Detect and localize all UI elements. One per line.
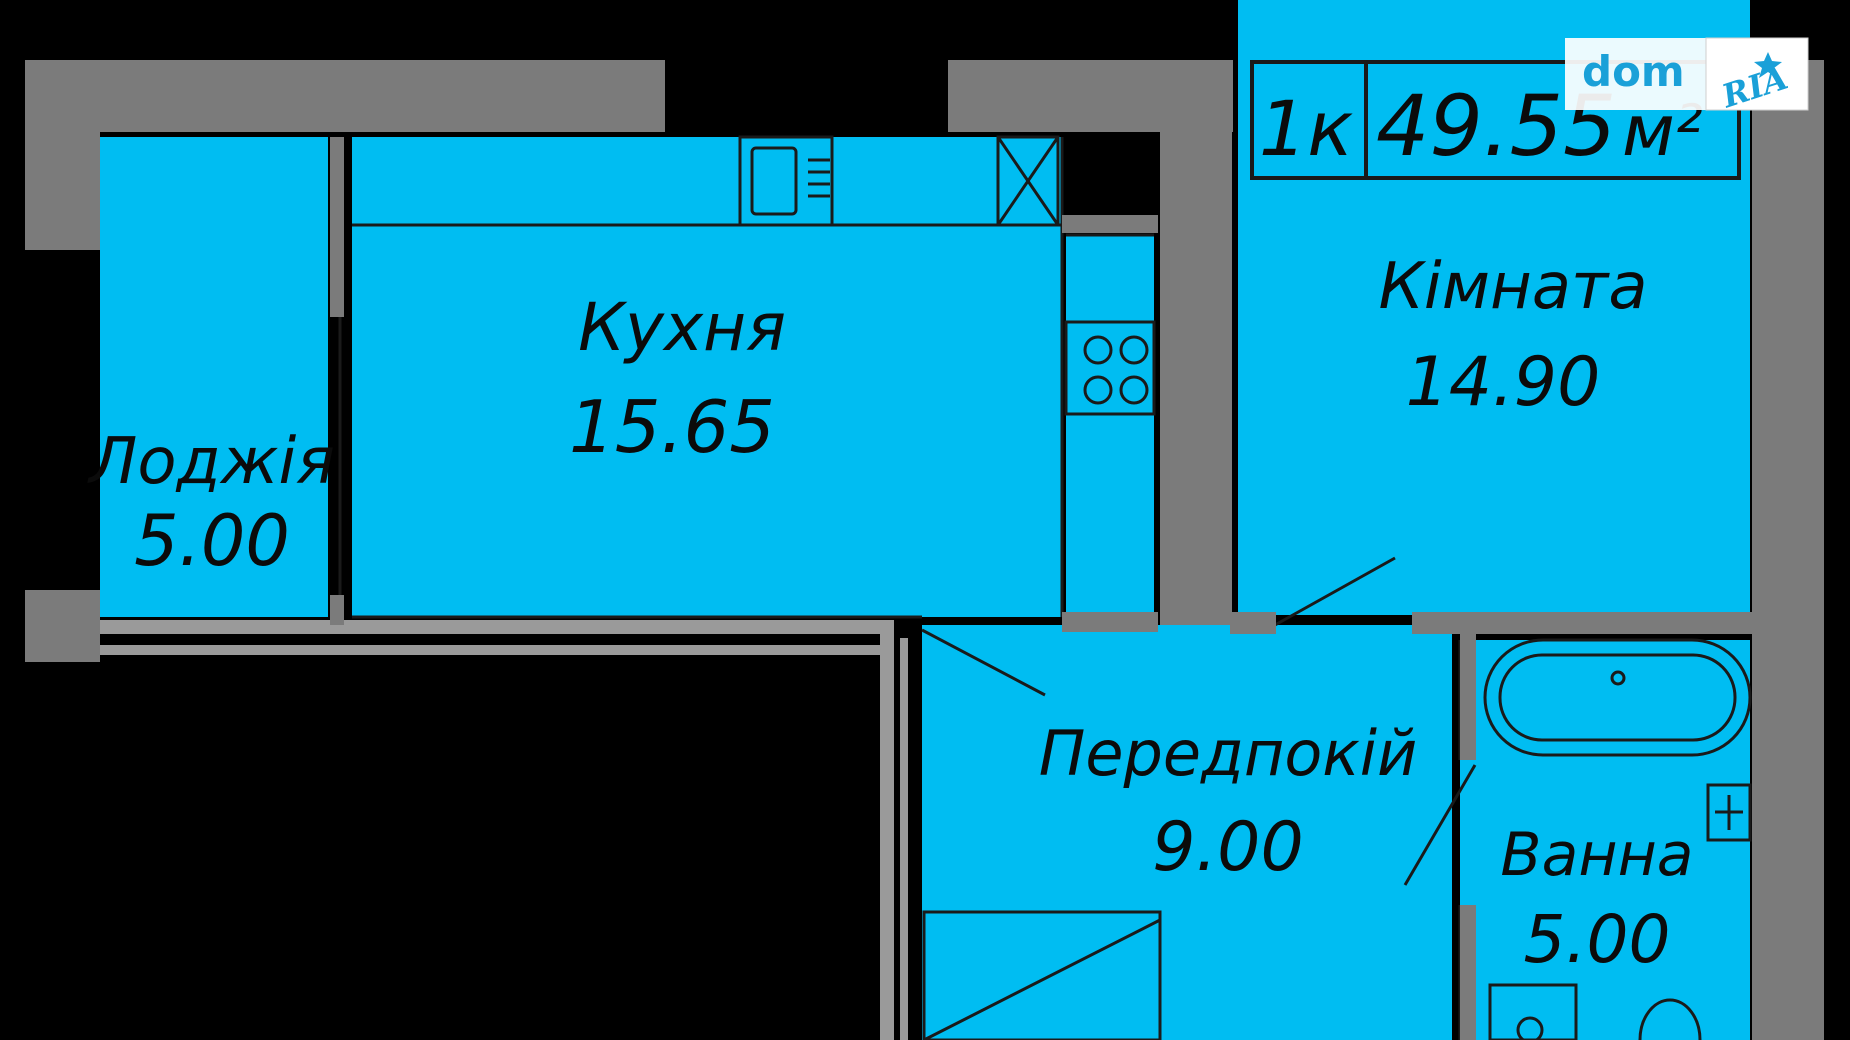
loggia-area-value: 5.00: [134, 500, 290, 582]
room-name: Кімната: [1378, 250, 1647, 324]
wall-strips: [330, 137, 1752, 1040]
room-labels: Кухня 15.65 Кімната 14.90 Лоджія 5.00 Пе…: [87, 250, 1693, 978]
bathroom-area: [1460, 640, 1750, 1040]
hallway-area-value: 9.00: [1152, 808, 1303, 887]
rooms: [100, 0, 1750, 1040]
hallway-name: Передпокій: [1039, 717, 1418, 790]
kitchen-area: [352, 137, 1062, 617]
bathroom-name: Ванна: [1500, 820, 1693, 890]
loggia-name: Лоджія: [87, 425, 334, 499]
room-area-value: 14.90: [1406, 343, 1601, 422]
kitchen-area-value: 15.65: [569, 385, 775, 469]
domria-watermark: dom RIA: [1565, 37, 1809, 116]
bathroom-area-value: 5.00: [1524, 901, 1671, 978]
watermark-dom: dom: [1582, 47, 1685, 96]
kitchen-name: Кухня: [578, 289, 786, 366]
loggia-area: [100, 137, 328, 617]
apartment-type: 1к: [1259, 84, 1353, 173]
star-icon: [1754, 52, 1782, 78]
